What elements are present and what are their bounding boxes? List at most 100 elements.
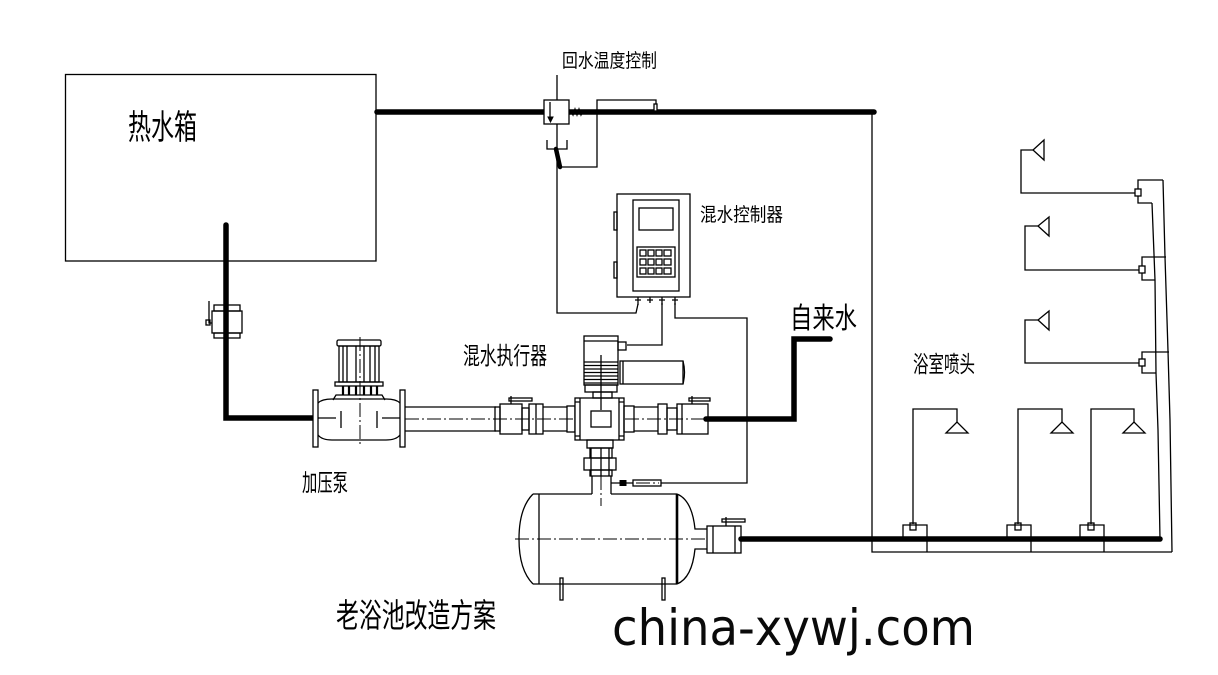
- key: [639, 267, 647, 275]
- overhead-shower-1: [902, 408, 970, 552]
- shower-branch-box: [1006, 524, 1032, 552]
- key: [655, 258, 663, 266]
- motor-cap: [336, 339, 382, 347]
- controller-enclosure: [616, 193, 691, 298]
- cable-gland-2: [647, 297, 653, 303]
- mixing-pipe-run: [405, 396, 711, 441]
- shower-head-icon: [1121, 421, 1147, 434]
- shower-head-icon: [1032, 138, 1045, 162]
- hot-water-supply-pipe: [223, 222, 319, 421]
- shower-head-icon: [1037, 215, 1050, 238]
- shower-valve: [909, 522, 917, 531]
- key: [639, 258, 647, 266]
- pump-outlet-flange: [399, 389, 406, 448]
- mixing-controller-label: 混水控制器: [700, 204, 783, 226]
- outlet-hex-dividers: [590, 448, 610, 476]
- outlet-hex: [583, 457, 617, 471]
- tank-shell: [533, 493, 677, 585]
- pump-casing: [317, 398, 401, 441]
- hot-water-tank-label: 热水箱: [128, 108, 197, 148]
- sensor-tip: [619, 480, 627, 486]
- tank-inlet-neck: [591, 476, 612, 494]
- tank-outlet-valve-dividers: [712, 526, 736, 553]
- cold-side-valve-handle: [688, 397, 711, 402]
- capillary-tube: [560, 99, 657, 168]
- motor-fins: [342, 346, 376, 382]
- pump-discharge-pipe: [405, 406, 496, 432]
- valve-handle: [208, 301, 212, 324]
- pump-coupling-bolts: [341, 386, 379, 395]
- tank-outlet-valve-handle: [721, 518, 746, 523]
- shower-riser: [1090, 408, 1135, 524]
- overhead-shower-3: [1079, 408, 1147, 552]
- hot-inlet-nipple: [543, 406, 567, 432]
- shower-valve: [1087, 522, 1095, 531]
- tank-leg-left: [559, 577, 564, 601]
- shower-branch-box: [902, 524, 928, 552]
- pump-inlet-flange: [312, 389, 319, 448]
- return-water-riser: [871, 112, 1172, 553]
- key: [647, 249, 655, 257]
- pump-base-plate: [332, 394, 386, 401]
- key: [647, 267, 655, 275]
- control-signal-wire: [556, 75, 639, 314]
- hot-side-valve-handle: [508, 397, 533, 402]
- actuator-control-wire: [627, 303, 663, 346]
- temp-valve-body: [543, 99, 570, 125]
- motor-body: [338, 345, 380, 383]
- shower-head-icon: [1037, 309, 1050, 332]
- controller-panel: [632, 199, 680, 292]
- actuator-cable-connector: [617, 341, 627, 351]
- controller-display: [638, 207, 674, 231]
- shower-branch: [1024, 319, 1139, 364]
- outlet-nut-1: [586, 439, 614, 449]
- key: [639, 249, 647, 257]
- mixing-valve-body: [574, 397, 625, 441]
- wall-shower-3: [1024, 309, 1169, 374]
- controller-hinge-bottom: [613, 261, 618, 279]
- tank-right-head: [676, 493, 707, 585]
- hot-water-tank-body: [64, 73, 377, 262]
- shower-valve: [1014, 522, 1022, 531]
- booster-pump: 加压泵: [302, 337, 406, 497]
- shower-riser: [912, 408, 958, 524]
- key: [663, 267, 672, 275]
- buffer-tank: [515, 493, 746, 601]
- overhead-shower-2: [1006, 408, 1075, 552]
- tap-water-label: 自来水: [790, 301, 857, 335]
- return-temp-control: 回水温度控制: [543, 50, 658, 314]
- mixed-outlet-fittings: [583, 439, 617, 506]
- watermark: china-xywj.com: [612, 599, 975, 657]
- key: [655, 249, 663, 257]
- controller-keypad: [636, 246, 676, 278]
- shower-head-icon: [1049, 421, 1075, 434]
- booster-pump-label: 加压泵: [302, 469, 348, 497]
- key: [647, 258, 655, 266]
- cable-gland-1: [635, 297, 641, 305]
- mixing-actuator-label: 混水执行器: [463, 342, 547, 370]
- keypad-keys: [639, 249, 672, 275]
- tap-water-pipe: [703, 336, 833, 422]
- shower-loop: [1141, 351, 1169, 374]
- actuator-stem: [592, 391, 613, 399]
- mixing-controller: 混水控制器: [613, 193, 783, 484]
- diagram-title: 老浴池改造方案: [336, 596, 496, 635]
- actuator-motor: [619, 360, 684, 385]
- shower-return-outer-line: [1162, 179, 1173, 553]
- actuator-motor-end: [622, 360, 686, 385]
- return-temp-control-label: 回水温度控制: [562, 50, 657, 72]
- shower-valve: [1134, 188, 1142, 197]
- temp-sensor-bulb: [653, 103, 658, 112]
- shower-branch: [1024, 225, 1139, 271]
- mixing-valve-core: [590, 410, 612, 428]
- wall-shower-2: [1024, 215, 1166, 281]
- mixing-valve-flanges: [575, 398, 624, 440]
- temp-sensor-probe: [553, 146, 563, 170]
- shower-loop: [1141, 256, 1166, 281]
- shower-valve: [1138, 265, 1146, 274]
- shower-branch-box: [1079, 524, 1105, 552]
- cold-inlet-nipple: [634, 406, 658, 432]
- shower-supply-inner-line: [1151, 202, 1161, 540]
- valve-handle-knob: [205, 319, 211, 326]
